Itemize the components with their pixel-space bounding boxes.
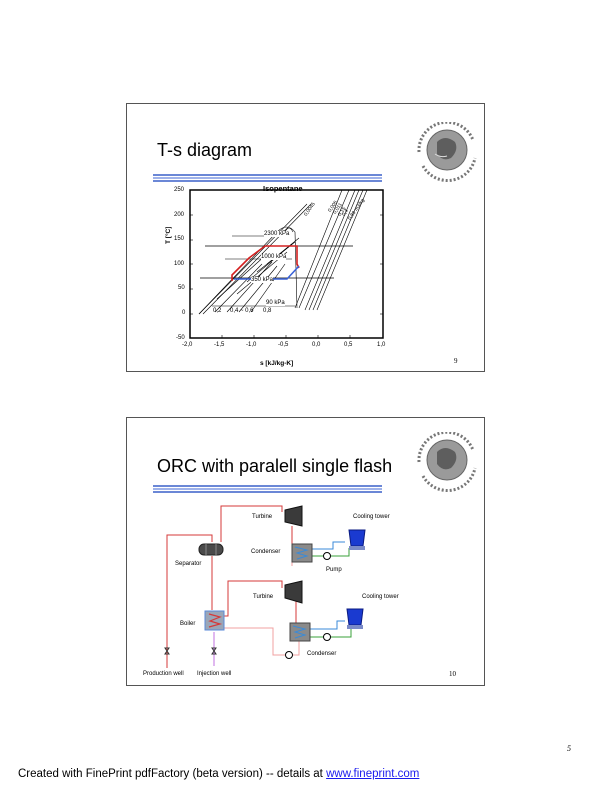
pressure-label: 1000 kPa [261, 254, 287, 260]
footer-note: Created with FinePrint pdfFactory (beta … [18, 768, 419, 780]
pressure-label: 2300 kPa [264, 231, 290, 237]
y-tick: 200 [174, 212, 185, 218]
slide-orc-diagram: ORC with paralell single flash 10 [126, 417, 485, 686]
university-seal-icon [417, 432, 477, 492]
pressure-label: 90 kPa [266, 300, 285, 306]
slide-title: ORC with paralell single flash [157, 456, 393, 476]
cooling-tower-bottom-label: Cooling tower [362, 594, 399, 600]
cooling-tower-top-label: Cooling tower [353, 514, 390, 520]
y-tick: 100 [174, 261, 185, 267]
quality-label: 0,2 [213, 308, 222, 314]
title-underline-rule [153, 485, 382, 494]
x-tick: -1,0 [246, 342, 257, 348]
chart-title: Isopentane [263, 184, 303, 193]
pressure-label: 350 kPa [251, 277, 274, 283]
injection-well-label: Injection well [197, 671, 232, 677]
x-tick: 0,5 [344, 342, 353, 348]
document-page-number: 5 [567, 744, 571, 753]
slide-page-number: 9 [454, 357, 458, 365]
slide-title: T-s diagram [157, 140, 253, 160]
y-tick: 150 [174, 236, 185, 242]
turbine-bottom-label: Turbine [253, 594, 274, 600]
condenser-bottom-label: Condenser [307, 651, 337, 657]
quality-label: 0,8 [263, 308, 272, 314]
y-tick: 250 [174, 187, 185, 193]
slide-page-number: 10 [449, 670, 456, 678]
boiler-label: Boiler [180, 621, 196, 627]
footer-text: Created with FinePrint pdfFactory (beta … [18, 768, 327, 780]
chart-x-axis-label: s [kJ/kg-K] [260, 360, 294, 367]
chart-y-axis-label: T [°C] [165, 226, 172, 244]
slide-ts-diagram: T-s diagram 9 [126, 103, 485, 372]
production-well-label: Production well [143, 671, 184, 677]
y-tick: -50 [176, 335, 185, 341]
x-tick: 0,0 [312, 342, 321, 348]
x-tick: -1,5 [214, 342, 225, 348]
turbine-top-label: Turbine [252, 514, 273, 520]
ts-chart [189, 189, 384, 339]
x-tick: 1,0 [377, 342, 386, 348]
orc-process-diagram [164, 505, 366, 668]
pump-label: Pump [326, 567, 342, 573]
separator-label: Separator [175, 561, 202, 567]
quality-label: 0,4 ~ 0,6 [230, 308, 254, 314]
x-tick: -0,5 [278, 342, 289, 348]
title-underline-rule [153, 174, 382, 183]
y-tick: 0 [182, 310, 186, 316]
condenser-top-label: Condenser [251, 549, 281, 555]
university-seal-icon [417, 122, 477, 182]
x-tick: -2,0 [182, 342, 193, 348]
fineprint-link[interactable]: www.fineprint.com [326, 768, 420, 780]
y-tick: 50 [178, 285, 185, 291]
